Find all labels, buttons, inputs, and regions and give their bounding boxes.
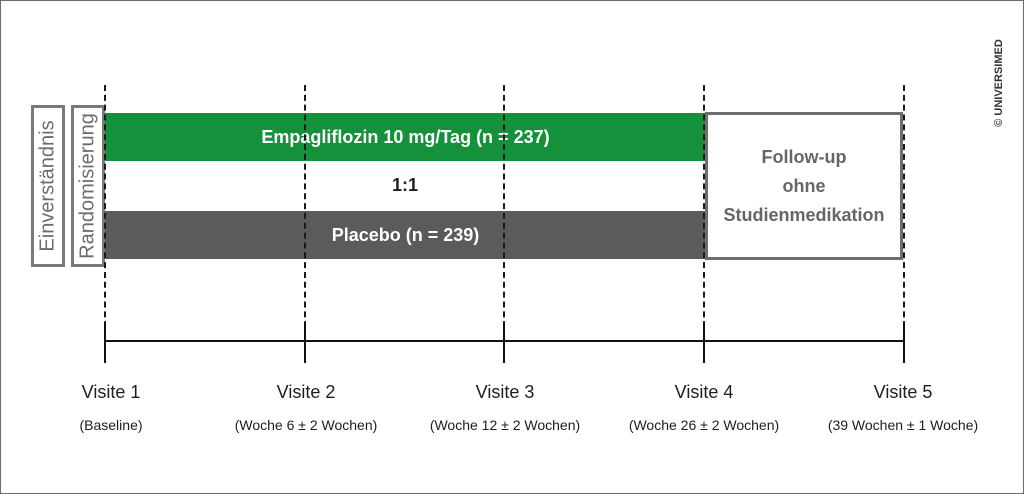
placebo-arm-bar: Placebo (n = 239) xyxy=(105,211,706,259)
visit-2-timing: (Woche 6 ± 2 Wochen) xyxy=(234,417,378,433)
visit-3-timing: (Woche 12 ± 2 Wochen) xyxy=(429,417,581,433)
timeline-axis xyxy=(105,340,905,342)
visit-3-tick xyxy=(503,323,505,363)
placebo-arm-label: Placebo (n = 239) xyxy=(331,224,480,245)
visit-3-label: Visite 3 xyxy=(475,382,535,402)
visit-1-timing: (Baseline) xyxy=(79,417,143,433)
visit-5-timing: (39 Wochen ± 1 Woche) xyxy=(827,417,979,433)
visit-2-dashed-line xyxy=(304,85,306,337)
empagliflozin-arm-label: Empagliflozin 10 mg/Tag (n = 237) xyxy=(261,126,550,147)
empagliflozin-arm-bar: Empagliflozin 10 mg/Tag (n = 237) xyxy=(105,113,706,161)
visit-1-dashed-line xyxy=(104,85,106,337)
visit-1-tick xyxy=(104,323,106,363)
visit-1-label: Visite 1 xyxy=(81,382,141,402)
consent-box: Einverständnis xyxy=(31,105,65,267)
followup-line: Studienmedikation xyxy=(723,204,885,225)
visit-4-dashed-line xyxy=(703,85,705,337)
visit-5-tick xyxy=(903,323,905,363)
visit-3-dashed-line xyxy=(503,85,505,337)
consent-label: Einverständnis xyxy=(36,120,59,252)
visit-5-dashed-line xyxy=(903,85,905,337)
visit-4-timing: (Woche 26 ± 2 Wochen) xyxy=(628,417,780,433)
randomization-label: Randomisierung xyxy=(76,113,99,259)
copyright-notice: © UNIVERSIMED xyxy=(993,39,1005,127)
visit-4-tick xyxy=(703,323,705,363)
followup-line: ohne xyxy=(782,175,826,196)
visit-2-label: Visite 2 xyxy=(276,382,336,402)
randomization-ratio: 1:1 xyxy=(391,175,418,195)
visit-5-label: Visite 5 xyxy=(873,382,933,402)
visit-2-tick xyxy=(304,323,306,363)
followup-box: Follow-up ohne Studienmedikation xyxy=(705,112,903,260)
randomization-box: Randomisierung xyxy=(71,105,105,267)
followup-line: Follow-up xyxy=(761,146,847,167)
visit-4-label: Visite 4 xyxy=(674,382,734,402)
